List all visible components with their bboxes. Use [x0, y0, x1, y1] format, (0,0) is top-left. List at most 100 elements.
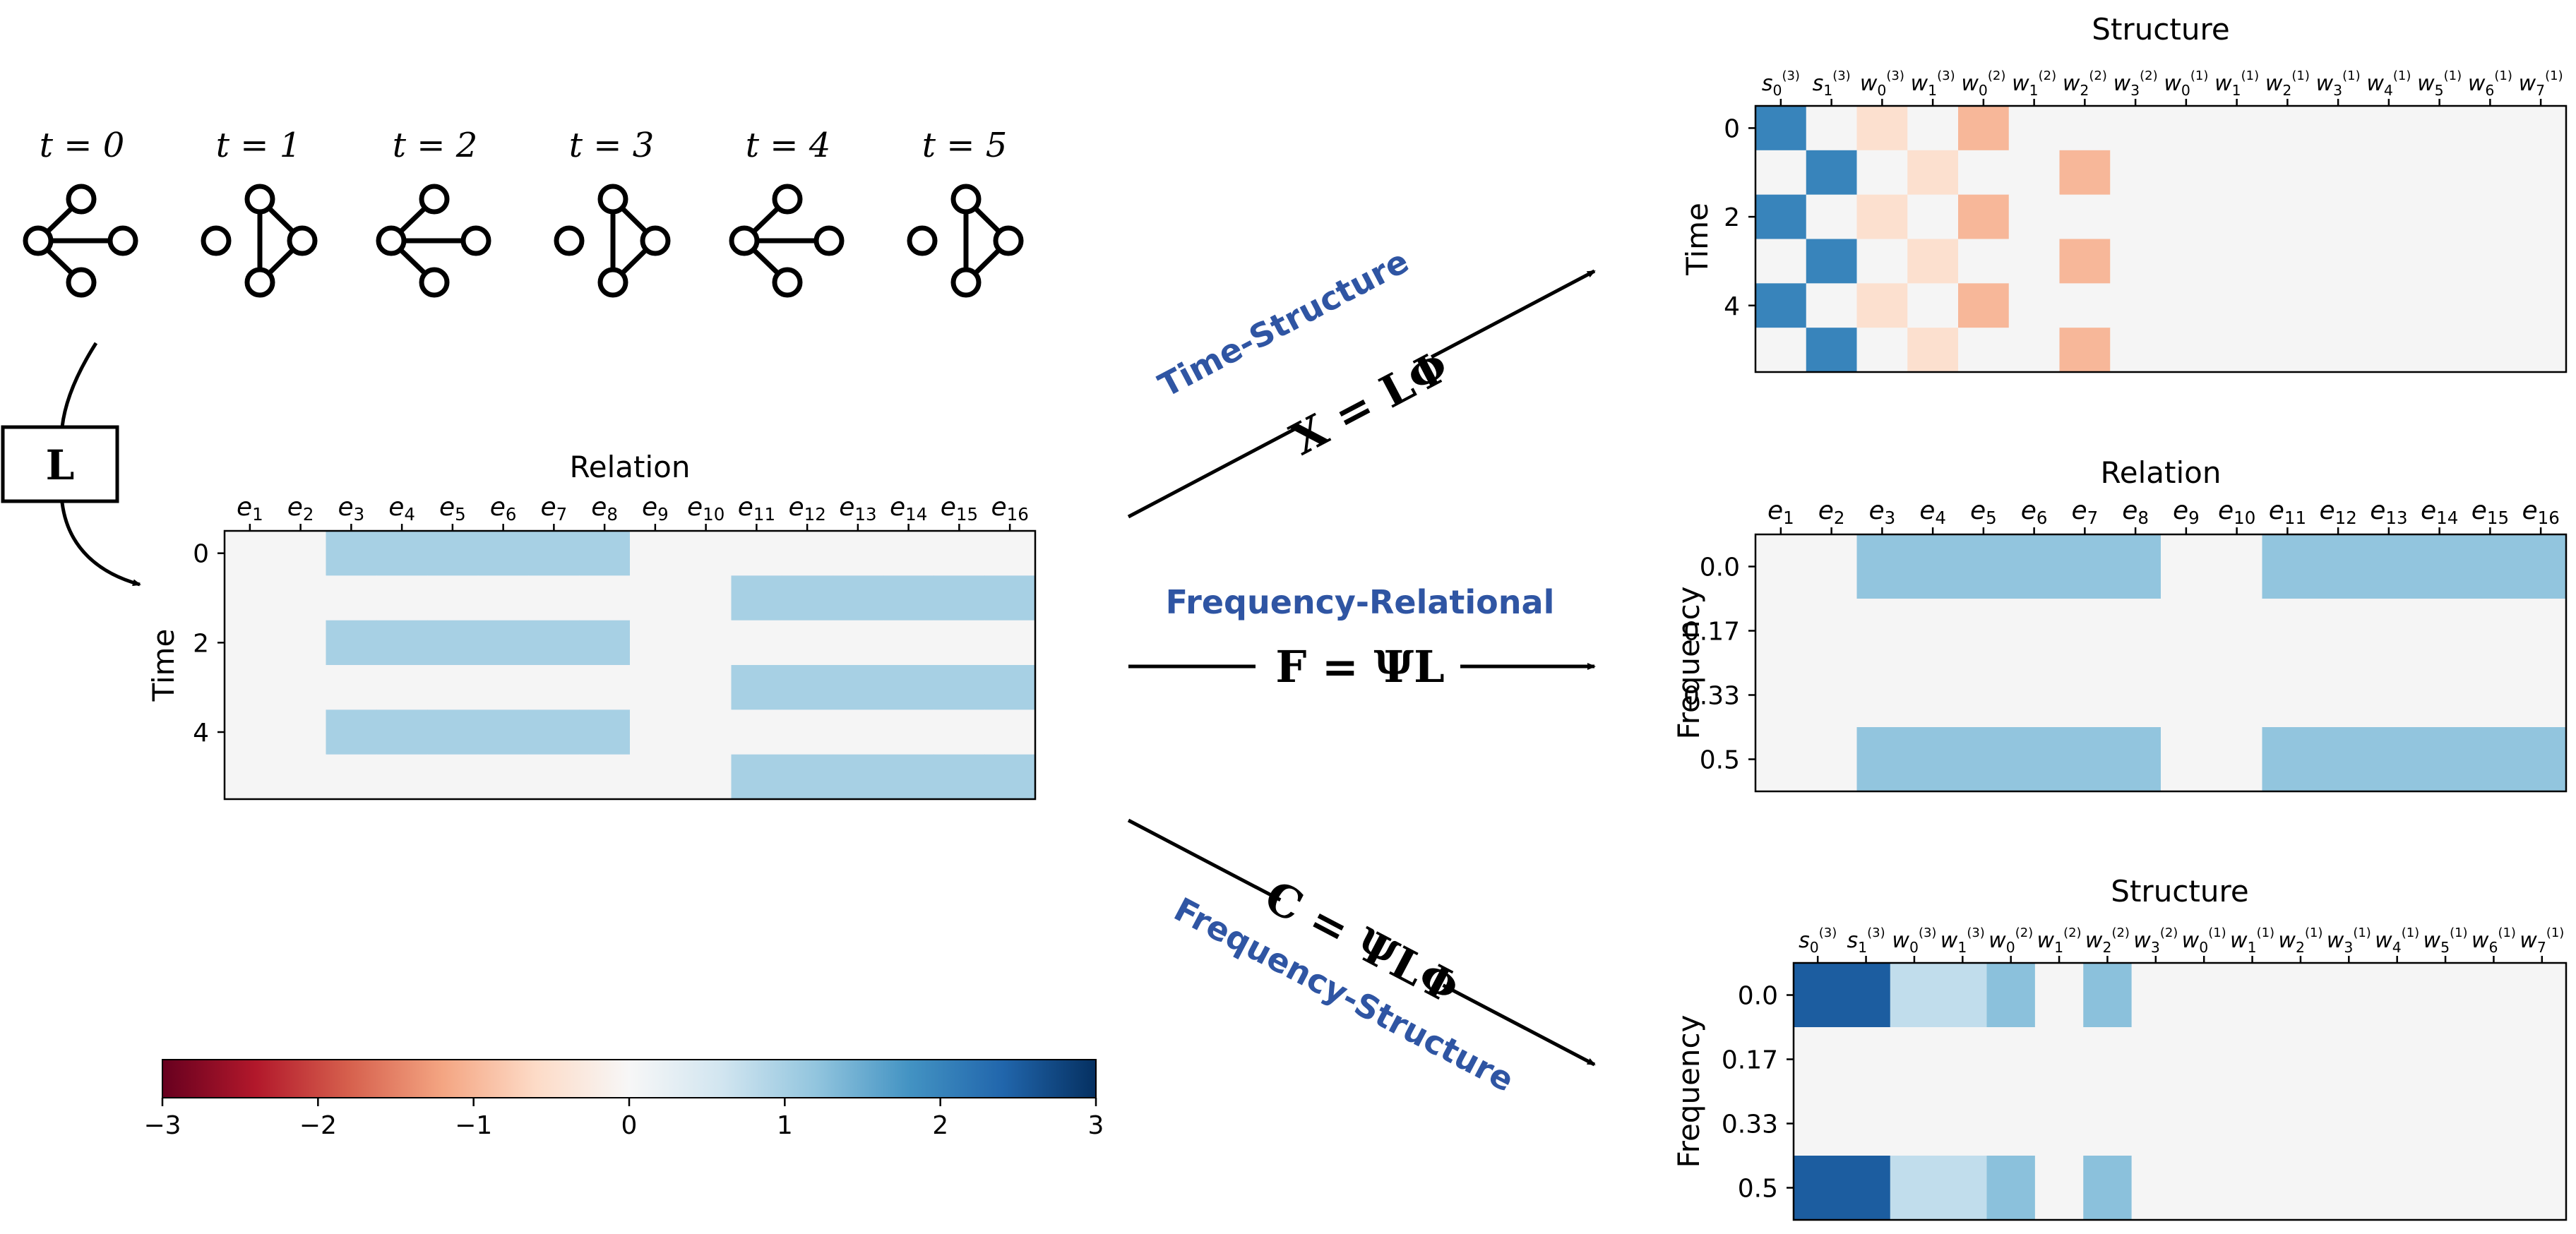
heatmap-cell: [1907, 727, 1959, 792]
heatmap-cell: [1907, 663, 1959, 728]
heatmap-cell: [2083, 1156, 2133, 1221]
heatmap-cell: [833, 754, 884, 800]
heatmap-cell: [477, 709, 529, 755]
heatmap-cell: [1856, 328, 1908, 373]
heatmap-cell: [2515, 727, 2567, 792]
heatmap-cell: [2262, 599, 2313, 664]
x-tick-label: w1(3): [1940, 926, 1985, 956]
heatmap-cell: [2313, 194, 2364, 239]
heatmap-cell: [2469, 1027, 2519, 1092]
heatmap-cell: [2276, 1156, 2325, 1221]
heatmap-cell: [2211, 534, 2262, 599]
heatmap-cell: [2131, 1027, 2181, 1092]
heatmap-cell: [782, 709, 833, 755]
heatmap-cell: [680, 754, 732, 800]
heatmap-cell: [1938, 963, 1987, 1028]
heatmap-cell: [2313, 106, 2364, 151]
heatmap-frame: [1754, 104, 2568, 373]
arrow-frequency-relational: F = ΨL Frequency-Relational: [1128, 583, 1596, 696]
arrow-frequency-structure: C = ΨLΦ Frequency-Structure: [1127, 818, 1596, 1099]
heatmap-cell: [2262, 283, 2313, 328]
heatmap-cell: [376, 665, 428, 710]
heatmap-cell: [2211, 194, 2262, 239]
colorbar-gradient: [162, 1059, 1097, 1098]
heatmap-cell: [2469, 1091, 2519, 1156]
heatmap-cell: [984, 754, 1036, 800]
heatmap-cell: [1986, 963, 2036, 1028]
heatmap-cell: [225, 620, 276, 666]
heatmap-cell: [2325, 963, 2373, 1028]
x-tick-label: w1(3): [1911, 68, 1955, 99]
heatmap-cell: [630, 531, 681, 576]
heatmap-cell: [1986, 1156, 2036, 1221]
heatmap-cell: [1958, 328, 2010, 373]
heatmap-cell: [883, 709, 934, 755]
heatmap-cell: [1806, 283, 1857, 328]
heatmap-cell: [2414, 106, 2465, 151]
heatmap-cell: [2515, 150, 2567, 196]
heatmap-cell: [2161, 328, 2212, 373]
heatmap-cell: [2083, 1091, 2133, 1156]
heatmap-cell: [1958, 283, 2010, 328]
heatmap-cell: [630, 709, 681, 755]
heatmap-title: Relation: [2101, 455, 2222, 490]
heatmap-cell: [1794, 1027, 1842, 1092]
heatmap-cell: [680, 665, 732, 710]
heatmap-cell: [934, 620, 985, 666]
heatmap-cell: [1806, 534, 1857, 599]
heatmap-cell: [2034, 963, 2084, 1028]
x-tick-label: w7(1): [2519, 68, 2563, 99]
x-tick-label: e2: [287, 493, 314, 525]
heatmap-cell: [2313, 239, 2364, 284]
heatmap-cell: [225, 575, 276, 621]
timestep-label: t = 1: [216, 126, 302, 165]
heatmap-cell: [984, 575, 1036, 621]
heatmap-cell: [1794, 963, 1842, 1028]
l-connector-out: [60, 502, 141, 587]
heatmap-cell: [2008, 328, 2060, 373]
heatmap-cell: [2008, 194, 2060, 239]
heatmap-cell: [2313, 283, 2364, 328]
graph-node: [460, 225, 491, 256]
timestep-0: t = 0: [23, 126, 138, 298]
heatmap-cell: [2276, 963, 2325, 1028]
graph-node: [244, 267, 275, 298]
x-tick-label: w0(1): [2164, 68, 2208, 99]
heatmap-cell: [883, 620, 934, 666]
heatmap-cell: [2262, 328, 2313, 373]
heatmap-cell: [2211, 150, 2262, 196]
heatmap-cell: [528, 754, 580, 800]
x-tick-label: e16: [991, 493, 1028, 525]
heatmap-cell: [1907, 106, 1959, 151]
heatmap-cell: [1856, 727, 1908, 792]
heatmap-cell: [1938, 1091, 1987, 1156]
heatmap-cell: [2515, 663, 2567, 728]
heatmap-cell: [680, 620, 732, 666]
timestep-label: t = 0: [40, 126, 125, 165]
graph-node: [772, 184, 803, 215]
heatmap-cell: [2464, 194, 2516, 239]
x-tick-label: e3: [1869, 496, 1896, 528]
x-tick-label: e10: [2218, 496, 2255, 528]
graph-node: [66, 267, 97, 298]
heatmap-cell: [2363, 150, 2415, 196]
x-tick-label: e8: [591, 493, 618, 525]
heatmap-cell: [326, 709, 377, 755]
heatmap-cell: [2276, 1027, 2325, 1092]
heatmap-cell: [528, 620, 580, 666]
x-tick-label: w4(1): [2375, 926, 2419, 956]
graph-node: [950, 184, 982, 215]
heatmap-cell: [1958, 599, 2010, 664]
heatmap-cell: [579, 531, 631, 576]
timestep-label: t = 4: [746, 126, 831, 165]
heatmap-cell: [427, 754, 479, 800]
heatmap-cell: [2034, 1027, 2084, 1092]
heatmap-cell: [2211, 106, 2262, 151]
heatmap-cell: [2161, 194, 2212, 239]
heatmap-cell: [2211, 328, 2262, 373]
timestep-label: t = 3: [569, 126, 655, 165]
heatmap-cell: [1958, 150, 2010, 196]
heatmap-cell: [833, 531, 884, 576]
heatmap-cell: [477, 620, 529, 666]
